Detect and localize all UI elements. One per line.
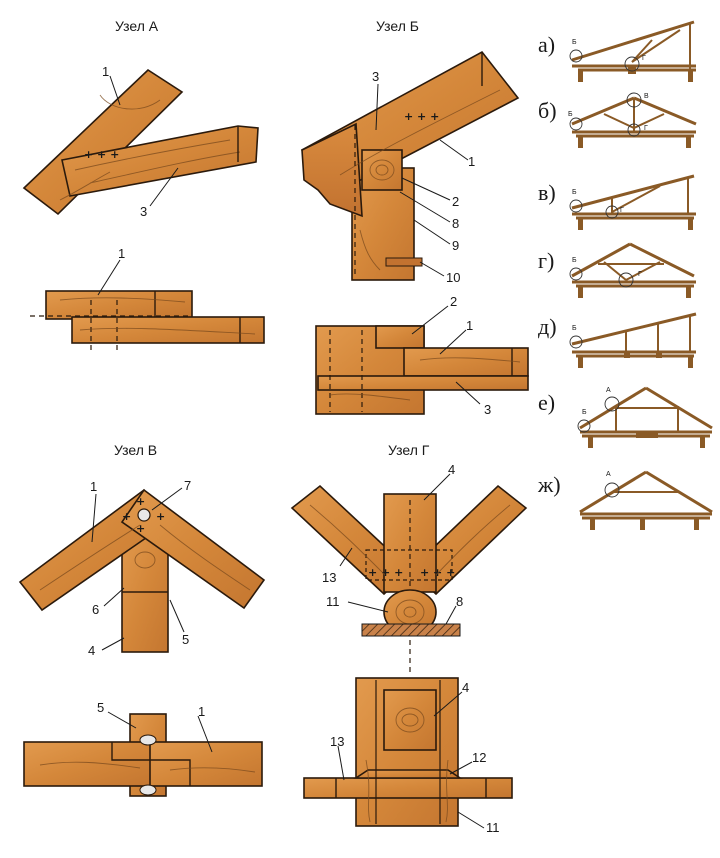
mark: Г: [638, 271, 642, 278]
mark: Б: [572, 257, 577, 264]
strut-13-right: [408, 484, 528, 596]
mark: Г: [644, 125, 648, 132]
callout-1: 1: [90, 479, 97, 494]
variant-g: г) Б Г: [538, 242, 696, 298]
callout-13: 13: [330, 734, 344, 749]
variant-d: д) Б: [538, 312, 697, 368]
plate-8: [361, 623, 461, 637]
callout-10: 10: [446, 270, 460, 285]
tie-beam-3: [71, 316, 265, 344]
svg-text:+ + +: + + +: [84, 148, 119, 161]
callout-5: 5: [97, 700, 104, 715]
rafter-1: [403, 347, 529, 377]
node-v-side-view: 5 1: [23, 700, 263, 797]
node-v-top-view: + + + + 1 7 6 5 4: [18, 478, 266, 658]
mark: Б: [572, 39, 577, 46]
callout-4: 4: [88, 643, 95, 658]
rafter-end: [301, 122, 363, 218]
node-a-top-view: + + + 1 3: [22, 64, 259, 219]
svg-text:+ + +: + + +: [404, 110, 439, 123]
rafter-1-right: [149, 741, 263, 787]
svg-text:+ + +: + + +: [368, 566, 403, 579]
node-g-title: Узел Г: [388, 442, 430, 458]
callout-11: 11: [486, 820, 500, 835]
variant-label: б): [538, 98, 557, 123]
rafter-1: [45, 290, 193, 320]
variant-e: е) А Б: [538, 386, 713, 448]
svg-text:+ + +: + + +: [420, 566, 455, 579]
node-v-title: Узел В: [114, 442, 157, 458]
callout-8: 8: [452, 216, 459, 231]
variant-v: в) Б Г: [538, 174, 696, 230]
callout-1: 1: [466, 318, 473, 333]
callout-6: 6: [92, 602, 99, 617]
svg-text:+: +: [122, 510, 131, 523]
node-g: Узел Г + + + + + + 4 13 11: [290, 442, 528, 835]
mark: В: [644, 93, 649, 100]
mark: А: [606, 471, 611, 478]
svg-text:+: +: [136, 522, 145, 535]
mark: А: [606, 387, 611, 394]
node-a-side-view: 1: [30, 246, 265, 350]
strut-13: [303, 777, 513, 799]
node-b-title: Узел Б: [376, 18, 419, 34]
callout-1: 1: [198, 704, 205, 719]
callout-1: 1: [468, 154, 475, 169]
mark: Б: [572, 189, 577, 196]
variant-label: в): [538, 180, 556, 205]
node-a: Узел А + + + 1 3 1: [22, 18, 265, 350]
variant-a: а) Б Г: [538, 20, 696, 82]
variant-label: г): [538, 248, 554, 273]
mark: Б: [572, 325, 577, 332]
node-b: Узел Б + + + 3 1 2 8 9: [300, 18, 529, 417]
node-g-top-view: + + + + + + 4 13 11 8: [290, 462, 528, 672]
truss-variants: а) Б Г б): [537, 20, 713, 530]
node-g-side-view: 4 13 12 11: [303, 677, 513, 835]
callout-4: 4: [462, 680, 469, 695]
rafter-1-left: [23, 741, 153, 787]
svg-text:+: +: [156, 510, 165, 523]
svg-text:+: +: [136, 495, 145, 508]
callout-1: 1: [102, 64, 109, 79]
variant-label: д): [538, 314, 557, 339]
variant-b: б) В Б Г: [538, 92, 697, 148]
callout-1: 1: [118, 246, 125, 261]
mark: Г: [620, 207, 624, 214]
callout-4: 4: [448, 462, 455, 477]
callout-12: 12: [472, 750, 486, 765]
mauerlat-2: [361, 149, 403, 191]
callout-2: 2: [452, 194, 459, 209]
callout-5: 5: [182, 632, 189, 647]
mark: Г: [642, 55, 646, 62]
mauerlat-2: [375, 325, 425, 349]
node-v: Узел В + + + + 1 7 6 5 4: [18, 442, 266, 797]
callout-3: 3: [140, 204, 147, 219]
callout-8: 8: [456, 594, 463, 609]
variant-label: а): [538, 32, 555, 57]
tie-3: [317, 375, 529, 391]
callout-11: 11: [326, 594, 340, 609]
post-4-inner: [383, 689, 437, 751]
callout-9: 9: [452, 238, 459, 253]
callout-2: 2: [450, 294, 457, 309]
variant-zh: ж) А: [537, 470, 713, 530]
node-b-top-view: + + + 3 1 2 8 9 10: [300, 50, 520, 285]
variant-label: ж): [537, 472, 561, 497]
node-b-side-view: 2 1 3: [315, 294, 529, 417]
callout-3: 3: [484, 402, 491, 417]
rafter-1: [22, 68, 184, 216]
plate-12: [353, 769, 463, 779]
rafter-1-right: [120, 488, 266, 610]
callout-3: 3: [372, 69, 379, 84]
variant-label: е): [538, 390, 555, 415]
mark: Б: [582, 409, 587, 416]
node-a-title: Узел А: [115, 18, 159, 34]
callout-13: 13: [322, 570, 336, 585]
mark: Б: [568, 111, 573, 118]
callout-7: 7: [184, 478, 191, 493]
